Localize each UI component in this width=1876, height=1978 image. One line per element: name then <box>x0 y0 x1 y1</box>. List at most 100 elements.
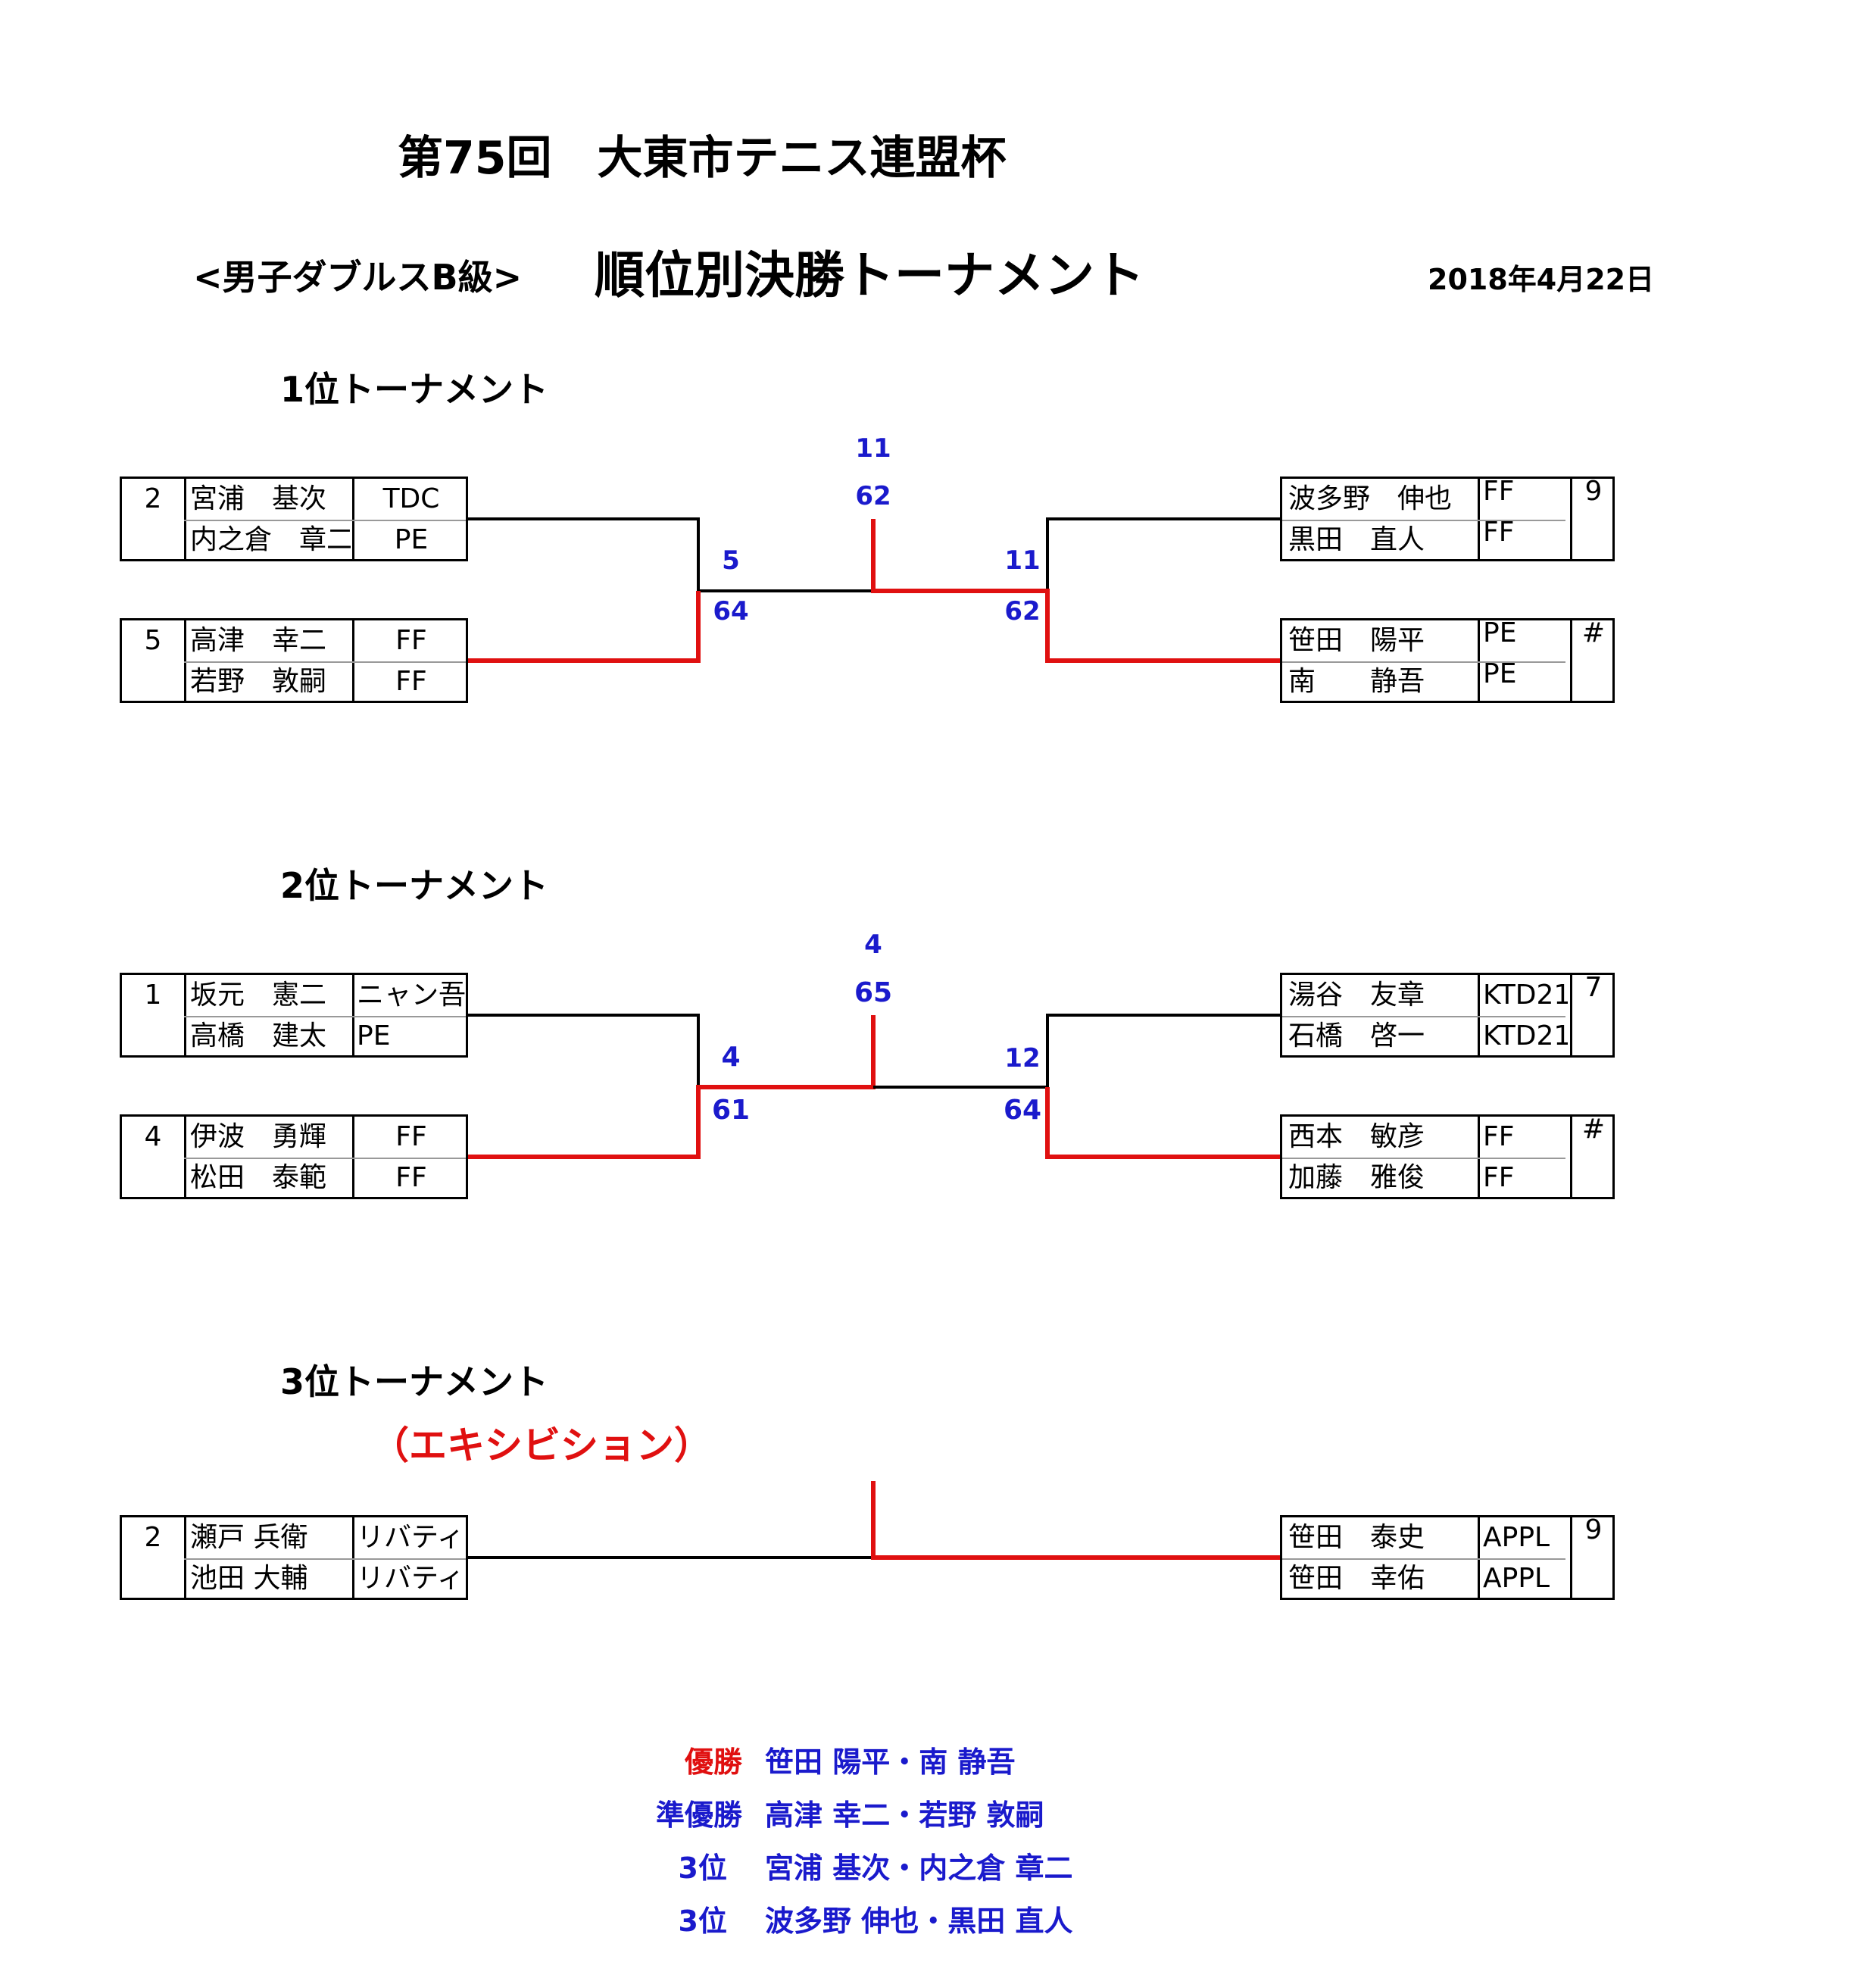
player-name: 伊波 勇輝 <box>190 1121 327 1152</box>
result-label-third: 3位 <box>678 1851 727 1885</box>
score-left-top: 5 <box>722 545 740 576</box>
seed-number: 9 <box>1584 1514 1603 1545</box>
player-name: 石橋 啓一 <box>1288 1020 1425 1051</box>
bracket-line <box>1046 517 1282 591</box>
seed-number: 2 <box>144 1522 162 1553</box>
seed-number: 4 <box>144 1121 162 1152</box>
event-date: 2018年4月22日 <box>1428 263 1655 296</box>
player-name: 黒田 直人 <box>1288 524 1425 555</box>
winner-line <box>1045 1087 1282 1159</box>
bracket-2nd <box>466 1014 1282 1159</box>
seed-number: # <box>1581 617 1606 648</box>
result-label-third: 3位 <box>678 1905 727 1938</box>
bracket-line <box>873 1014 1282 1089</box>
result-names-third: 波多野 伸也・黒田 直人 <box>765 1905 1073 1938</box>
team-name: ニャン吾 <box>357 980 467 1011</box>
winner-line <box>871 1481 1282 1560</box>
section-title-3rd: 3位トーナメント <box>280 1361 549 1402</box>
player-name: 高橋 建太 <box>190 1020 327 1051</box>
seed-number: 9 <box>1584 476 1603 507</box>
team-name: PE <box>394 524 429 555</box>
score-left-top: 4 <box>721 1042 741 1073</box>
entry-right-1: 湯谷 友章 石橋 啓一 KTD21 KTD21 7 <box>1280 972 1615 1058</box>
player-name: 若野 敦嗣 <box>190 666 327 697</box>
team-name: FF <box>395 1162 427 1193</box>
player-name: 内之倉 章二 <box>190 524 351 555</box>
team-name: TDC <box>382 483 440 514</box>
bracket-line <box>466 1014 700 1087</box>
entry-left-2: 5 高津 幸二 若野 敦嗣 FF FF <box>120 618 468 703</box>
score-right-top: 11 <box>1004 545 1041 576</box>
player-name: 湯谷 友章 <box>1288 980 1425 1011</box>
section-title-2nd: 2位トーナメント <box>280 865 549 906</box>
team-name: FF <box>395 1121 427 1152</box>
player-name: 宮浦 基次 <box>190 483 327 514</box>
player-name: 笹田 陽平 <box>1288 625 1425 656</box>
exhibition-note: （エキシビション） <box>371 1423 712 1467</box>
score-left-bottom: 64 <box>713 596 749 627</box>
team-name: リバティ <box>357 1522 464 1553</box>
result-label-runner-up: 準優勝 <box>655 1798 742 1832</box>
team-name: APPL <box>1483 1563 1550 1594</box>
score-final-top: 11 <box>855 433 891 464</box>
team-name: FF <box>1483 1162 1515 1193</box>
bracket-3rd <box>466 1481 1282 1560</box>
score-right-bottom: 64 <box>1003 1095 1042 1126</box>
seed-number: # <box>1581 1114 1606 1145</box>
player-name: 波多野 伸也 <box>1288 483 1453 514</box>
entry-right-2: 西本 敏彦 加藤 雅俊 FF FF # <box>1280 1114 1615 1199</box>
player-name: 松田 泰範 <box>190 1162 327 1193</box>
team-name: APPL <box>1483 1522 1550 1553</box>
entry-left-1: 2 宮浦 基次 内之倉 章二 TDC PE <box>120 477 468 561</box>
score-final-bottom: 62 <box>855 481 891 511</box>
team-name: PE <box>357 1020 391 1051</box>
score-right-top: 12 <box>1004 1043 1041 1073</box>
entry-right-1: 波多野 伸也 黒田 直人 FF FF 9 <box>1280 476 1615 561</box>
event-category: <男子ダブルスB級> <box>193 257 523 298</box>
player-name: 池田 大輔 <box>190 1563 308 1594</box>
section-title-1st: 1位トーナメント <box>280 369 549 410</box>
team-name: KTD21 <box>1483 1020 1568 1051</box>
result-names-runner-up: 高津 幸二・若野 敦嗣 <box>765 1798 1044 1832</box>
result-names-third: 宮浦 基次・内之倉 章二 <box>765 1851 1073 1885</box>
player-name: 笹田 泰史 <box>1288 1522 1425 1553</box>
team-name: FF <box>1483 517 1515 548</box>
team-name: KTD21 <box>1483 980 1568 1011</box>
entry-left-1: 1 坂元 憲二 高橋 建太 ニャン吾 PE <box>120 973 468 1058</box>
seed-number: 1 <box>144 980 162 1011</box>
team-name: リバティ <box>357 1563 464 1594</box>
seed-number: 7 <box>1584 972 1603 1003</box>
player-name: 高津 幸二 <box>190 625 327 656</box>
score-final-top: 4 <box>864 930 882 960</box>
team-name: PE <box>1483 617 1517 648</box>
page-title: 第75回 大東市テニス連盟杯 <box>398 132 1007 185</box>
player-name: 瀬戸 兵衛 <box>190 1522 308 1553</box>
score-left-bottom: 61 <box>711 1095 751 1126</box>
winner-line <box>466 1015 876 1159</box>
entry-left-2: 4 伊波 勇輝 松田 泰範 FF FF <box>120 1114 468 1199</box>
team-name: FF <box>395 625 427 656</box>
entry-right-2: 笹田 陽平 南 静吾 PE PE # <box>1280 617 1615 703</box>
result-label-champion: 優勝 <box>684 1745 742 1779</box>
player-name: 西本 敏彦 <box>1288 1121 1425 1152</box>
bracket-1st <box>466 517 1282 663</box>
player-name: 南 静吾 <box>1288 666 1425 697</box>
result-names-champion: 笹田 陽平・南 静吾 <box>765 1745 1016 1779</box>
winner-line <box>466 591 701 663</box>
seed-number: 5 <box>144 625 162 656</box>
team-name: PE <box>1483 658 1517 689</box>
entry-left-1: 2 瀬戸 兵衛 池田 大輔 リバティ リバティ <box>120 1515 468 1600</box>
entry-right-1: 笹田 泰史 笹田 幸佑 APPL APPL 9 <box>1280 1514 1615 1600</box>
player-name: 加藤 雅俊 <box>1288 1162 1425 1193</box>
player-name: 笹田 幸佑 <box>1288 1563 1425 1594</box>
team-name: FF <box>1483 1121 1515 1152</box>
seed-number: 2 <box>144 483 162 514</box>
team-name: FF <box>1483 476 1515 507</box>
team-name: FF <box>395 666 427 697</box>
bracket-line <box>466 517 873 592</box>
score-right-bottom: 62 <box>1004 596 1041 627</box>
player-name: 坂元 憲二 <box>190 980 327 1011</box>
score-final-bottom: 65 <box>854 977 893 1008</box>
winner-line <box>871 519 1282 663</box>
